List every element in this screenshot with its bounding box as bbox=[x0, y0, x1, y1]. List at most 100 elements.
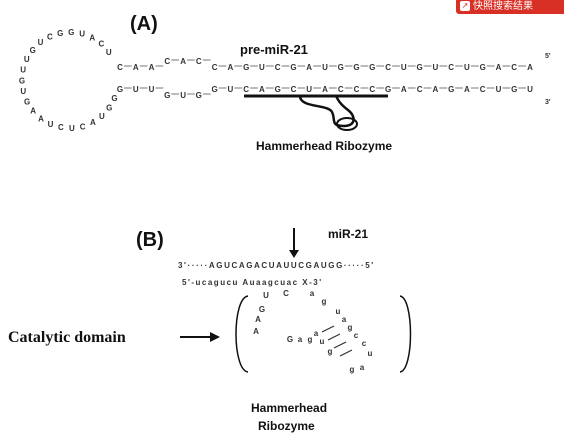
stem-top-nucleotide: C bbox=[448, 63, 454, 72]
loop-nucleotide: U bbox=[38, 38, 44, 47]
stem-top-nucleotide: A bbox=[180, 57, 186, 66]
core-nucleotide: G bbox=[259, 305, 265, 314]
stem-top-nucleotide: A bbox=[306, 63, 312, 72]
stem-bottom-nucleotide: U bbox=[228, 85, 234, 94]
stem-top-nucleotide: A bbox=[228, 63, 234, 72]
stem-top-nucleotide: C bbox=[385, 63, 391, 72]
catalytic-arrow-head bbox=[210, 332, 220, 342]
stem-bottom-nucleotide: C bbox=[369, 85, 375, 94]
stem-top-nucleotide: U bbox=[433, 63, 439, 72]
stem-top-nucleotide: C bbox=[196, 57, 202, 66]
core-nucleotide: C bbox=[283, 289, 289, 298]
stem-bottom-nucleotide: U bbox=[133, 85, 139, 94]
ribozyme-loop-coil bbox=[336, 117, 358, 131]
loop-nucleotide: U bbox=[24, 55, 30, 64]
core-nucleotide: U bbox=[263, 291, 269, 300]
loop-nucleotide: G bbox=[111, 94, 117, 103]
loop-nucleotide: U bbox=[79, 30, 85, 39]
core-nucleotide: c bbox=[362, 339, 367, 348]
stem-top-nucleotide: A bbox=[133, 63, 139, 72]
stem-top-nucleotide: G bbox=[416, 63, 422, 72]
stem-bottom-nucleotide: C bbox=[354, 85, 360, 94]
stem-top-nucleotide: G bbox=[290, 63, 296, 72]
loop-nucleotide: U bbox=[106, 48, 112, 57]
stem-bottom-nucleotide: C bbox=[291, 85, 297, 94]
core-nucleotide: G bbox=[287, 335, 293, 344]
stem-bottom-nucleotide: U bbox=[306, 85, 312, 94]
core-nucleotide: g bbox=[328, 347, 333, 356]
search-snapshot-badge[interactable]: ↗快照搜索结果 bbox=[456, 0, 564, 14]
stem-bottom-nucleotide: U bbox=[149, 85, 155, 94]
loop-nucleotide: A bbox=[90, 118, 96, 127]
stem-top-nucleotide: G bbox=[338, 63, 344, 72]
catalytic-domain-label: Catalytic domain bbox=[8, 329, 126, 346]
panel-b-label: (B) bbox=[136, 229, 164, 251]
loop-nucleotide: A bbox=[38, 114, 44, 123]
stem-bottom-nucleotide: A bbox=[464, 85, 470, 94]
stem-top-nucleotide: U bbox=[464, 63, 470, 72]
stem-top-nucleotide: C bbox=[275, 63, 281, 72]
loop-nucleotide: U bbox=[20, 65, 26, 74]
stem-top-nucleotide: G bbox=[369, 63, 375, 72]
stem-top-nucleotide: A bbox=[149, 63, 155, 72]
stem-bottom-nucleotide: C bbox=[480, 85, 486, 94]
loop-nucleotide: G bbox=[106, 104, 112, 113]
stem-top-nucleotide: U bbox=[322, 63, 328, 72]
core-nucleotide: g bbox=[350, 365, 355, 374]
stem-top-nucleotide: C bbox=[212, 63, 218, 72]
core-nucleotide: A bbox=[255, 315, 261, 324]
stem-bottom-nucleotide: A bbox=[401, 85, 407, 94]
hammerhead-ribozyme-label-a: Hammerhead Ribozyme bbox=[256, 139, 392, 153]
stem-top-nucleotide: A bbox=[527, 63, 533, 72]
stem-bottom-nucleotide: G bbox=[211, 85, 217, 94]
loop-nucleotide: G bbox=[68, 28, 74, 37]
hammerhead-label-b-line1: Hammerhead bbox=[251, 401, 327, 415]
core-nucleotide: a bbox=[298, 335, 303, 344]
stem-bottom-nucleotide: U bbox=[180, 91, 186, 100]
snapshot-icon: ↗ bbox=[460, 1, 470, 11]
stem-bottom-nucleotide: G bbox=[385, 85, 391, 94]
stem-top-nucleotide: U bbox=[401, 63, 407, 72]
stem-bottom-nucleotide: G bbox=[196, 91, 202, 100]
loop-nucleotide: A bbox=[89, 34, 95, 43]
mir21-strand: 3'·····AGUCAGACUAUUCGAUGG·····5' bbox=[178, 261, 375, 270]
stem-bottom-nucleotide: U bbox=[496, 85, 502, 94]
stem-top-nucleotide: C bbox=[164, 57, 170, 66]
stem-bottom-nucleotide: A bbox=[322, 85, 328, 94]
stem-bottom-nucleotide: A bbox=[433, 85, 439, 94]
loop-nucleotide: G bbox=[24, 98, 30, 107]
end-marker-5prime: 5' bbox=[545, 53, 551, 60]
core-nucleotide: a bbox=[342, 315, 347, 324]
loop-nucleotide: A bbox=[30, 107, 36, 116]
core-nucleotide: g bbox=[308, 335, 313, 344]
core-nucleotide: a bbox=[360, 363, 365, 372]
stem-bottom-nucleotide: G bbox=[275, 85, 281, 94]
stem-bottom-nucleotide: A bbox=[259, 85, 265, 94]
core-nucleotide: u bbox=[368, 349, 373, 358]
core-nucleotide: c bbox=[354, 331, 359, 340]
loop-nucleotide: G bbox=[30, 46, 36, 55]
loop-nucleotide: C bbox=[47, 32, 53, 41]
stem-bottom-nucleotide: G bbox=[511, 85, 517, 94]
core-nucleotide: g bbox=[348, 323, 353, 332]
end-marker-3prime: 3' bbox=[545, 99, 551, 106]
ribozyme-stem-loop bbox=[298, 95, 355, 128]
stem-bottom-nucleotide: U bbox=[527, 85, 533, 94]
stem-top-nucleotide: G bbox=[243, 63, 249, 72]
badge-text: 快照搜索结果 bbox=[473, 1, 533, 12]
ribozyme-arm-strand: 5'-ucagucu Auaagcuac X-3' bbox=[182, 278, 323, 287]
loop-nucleotide: U bbox=[20, 87, 26, 96]
stem-bottom-nucleotide: G bbox=[117, 85, 123, 94]
core-nucleotide: g bbox=[322, 297, 327, 306]
left-bracket bbox=[235, 295, 249, 373]
loop-nucleotide: G bbox=[57, 29, 63, 38]
loop-nucleotide: U bbox=[48, 120, 54, 129]
right-bracket bbox=[399, 295, 412, 373]
loop-nucleotide: C bbox=[99, 40, 105, 49]
stem-top-nucleotide: G bbox=[480, 63, 486, 72]
